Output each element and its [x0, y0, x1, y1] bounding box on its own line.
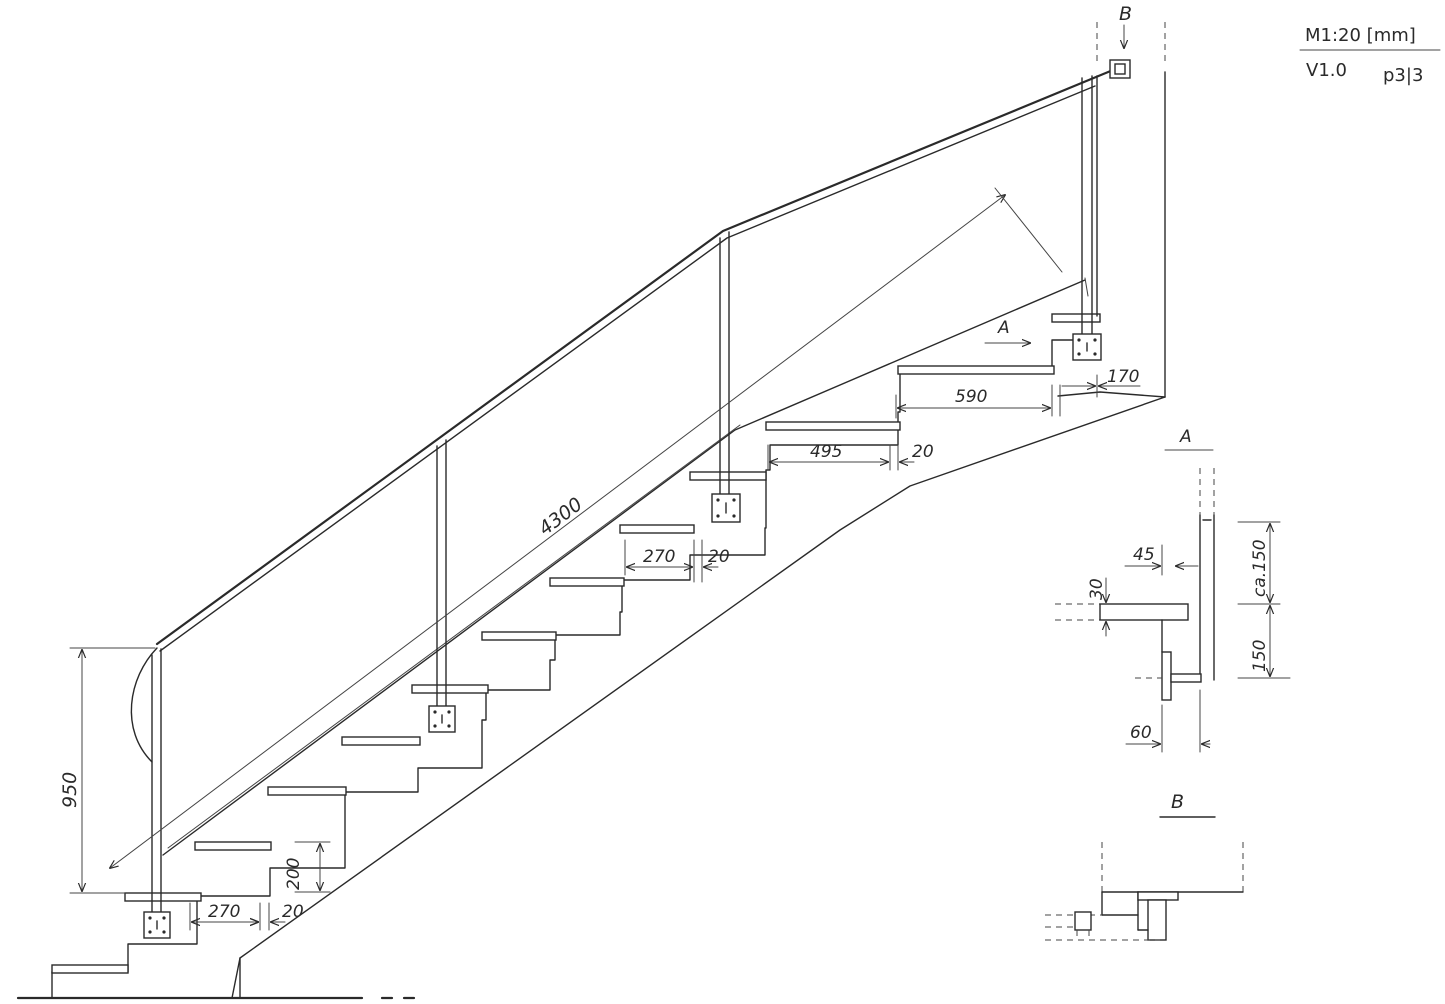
tread-slab — [194, 841, 272, 851]
tread-slab — [765, 421, 901, 431]
tread-slab — [549, 577, 625, 587]
handrail — [130, 59, 1131, 763]
dim-bottom-tread: 270 20 — [189, 902, 304, 931]
detail-dim-60-label: 60 — [1130, 723, 1152, 743]
tread-slab — [411, 684, 489, 694]
tread-slab — [689, 471, 767, 481]
tread-slab — [51, 964, 129, 974]
dim-590-label: 590 — [955, 387, 987, 407]
dim-170-label: 170 — [1107, 367, 1139, 387]
dim-handrail-height: 950 — [59, 647, 156, 894]
tread-slab — [619, 524, 695, 534]
dim-270-middle-label: 270 — [643, 547, 675, 567]
dim-4300-label: 4300 — [535, 493, 587, 540]
dim-total-length: 4300 — [110, 187, 1063, 868]
dim-20-middle-label: 20 — [708, 547, 730, 567]
title-block: M1:20 [mm] V1.0 p3|3 — [1299, 25, 1441, 86]
detail-b: B — [1045, 791, 1244, 941]
tread-slab — [1051, 313, 1101, 323]
stair-profile — [51, 313, 1101, 999]
tread-slab — [897, 365, 1055, 375]
section-a-view-label: A — [997, 318, 1010, 338]
version-label: V1.0 — [1306, 60, 1347, 81]
tread-slab — [124, 892, 202, 902]
dim-495-label: 495 — [810, 442, 842, 462]
section-marker-b: B — [1119, 3, 1132, 48]
detail-dim-45-label: 45 — [1133, 545, 1155, 565]
detail-a: A 45 30 ca.150 150 — [1055, 427, 1291, 753]
dim-middle-tread: 270 20 — [624, 539, 730, 583]
dim-riser-height: 200 — [284, 841, 331, 893]
dim-270-bottom-label: 270 — [208, 902, 240, 922]
dim-20-bottom-label: 20 — [282, 902, 304, 922]
dim-20-landing-label: 20 — [912, 442, 934, 462]
tread-slab — [267, 786, 347, 796]
detail-dim-ca150-label: ca.150 — [1250, 539, 1270, 597]
tread-slab — [481, 631, 557, 641]
tread-slab — [341, 736, 421, 746]
dim-200-label: 200 — [284, 858, 304, 890]
section-marker-a: A — [984, 318, 1030, 343]
scale-label: M1:20 [mm] — [1305, 25, 1416, 46]
detail-b-title: B — [1171, 791, 1184, 813]
page-label: p3|3 — [1383, 65, 1423, 86]
detail-dim-150-label: 150 — [1250, 640, 1270, 672]
wall-outline — [231, 22, 1166, 999]
detail-a-title: A — [1179, 427, 1192, 447]
detail-dim-30-label: 30 — [1087, 578, 1107, 600]
dim-top-step: 590 170 — [895, 367, 1141, 419]
dim-landing: 495 20 — [767, 442, 934, 471]
posts — [143, 75, 1102, 939]
dim-950-label: 950 — [59, 772, 81, 808]
section-b-top-label: B — [1119, 3, 1132, 25]
